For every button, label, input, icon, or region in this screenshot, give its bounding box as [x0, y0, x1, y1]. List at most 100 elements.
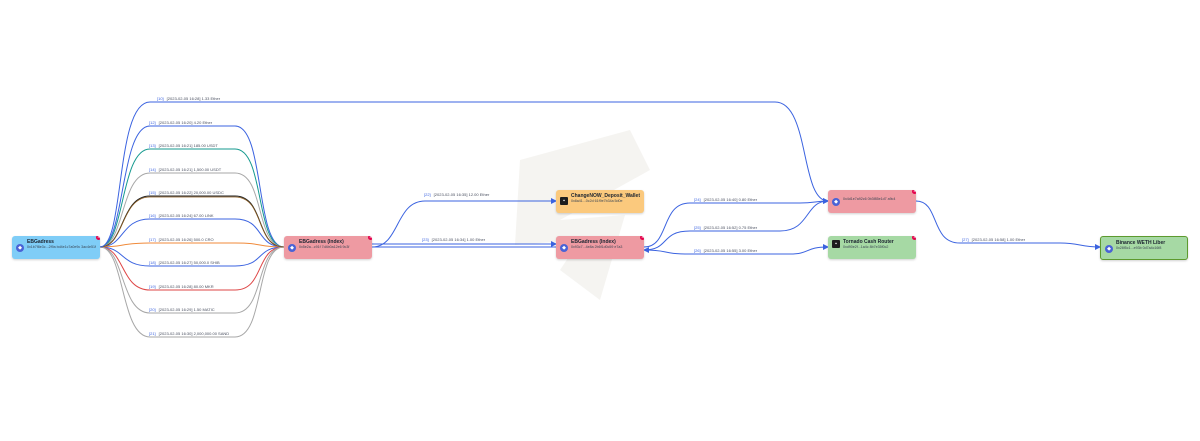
edge-fan[interactable] — [99, 246, 285, 267]
edge-label: [13][2023-02-05 16:21] 185.00 USDT — [149, 143, 218, 148]
node-address: 0x8a41...0c2d 61f9e7b34a 5d0e — [571, 199, 623, 203]
edge-fan[interactable] — [99, 172, 285, 248]
node-intermediate-address[interactable]: ◆ 3 0x4d1e7a92c6 0b3f85e1d7 a9c4 — [828, 190, 916, 213]
notification-badge: 3 — [96, 236, 100, 240]
edge-to-node4[interactable] — [643, 198, 829, 248]
edge-tag: [18] — [149, 260, 156, 265]
edge-text: [2023-02-05 16:34] 1.00 Ether — [431, 237, 486, 242]
edge-label: [24][2023-02-05 16:40] 0.80 Ether — [694, 197, 757, 202]
edge-tag: [21] — [149, 331, 156, 336]
ethereum-icon: ◆ — [288, 244, 296, 252]
watermark-logo — [515, 130, 650, 300]
node-title: Binance WETH Liber — [1116, 240, 1166, 246]
node-address: 0x5e2a...c91f 7d4b0a12e6 9c3f — [299, 245, 350, 249]
edge-text: [2023-02-05 16:27] 50,000.0 SHIB — [158, 260, 220, 265]
edge-label: [14][2023-02-05 16:21] 1,500.00 USDT — [149, 167, 221, 172]
edge-label: [16][2023-02-05 16:24] 67.00 LINK — [149, 213, 214, 218]
edge-text: [2023-02-05 16:35] 12.00 Ether — [433, 192, 490, 197]
exchange-square-icon: ▪ — [560, 197, 568, 205]
node-address: 0xd90e2f...1a4c 8b7e35f0c2 — [843, 245, 889, 249]
edge-label: [20][2023-02-05 16:29] 1.50 MATIC — [149, 307, 215, 312]
edge-to-binance[interactable] — [915, 200, 1101, 250]
notification-badge: 3 — [912, 190, 916, 194]
edge-label: [21][2023-02-05 16:30] 2,000,000.00 SAND — [149, 331, 229, 336]
edge-text: [2023-02-05 16:22] 20,000.00 USDC — [158, 190, 224, 195]
edge-fan-shadow[interactable] — [99, 196, 285, 248]
node-index-address-1[interactable]: ◆ 3 EBGadress (Index) 0x5e2a...c91f 7d4b… — [284, 236, 372, 259]
node-index-address-2[interactable]: ◆ 3 EBGadress (Index) 0x93c7...4e8a 2b6f… — [556, 236, 644, 259]
edge-tag: [10] — [157, 96, 164, 101]
edge-label: [15][2023-02-05 16:22] 20,000.00 USDC — [149, 190, 224, 195]
node-tornado-cash-router[interactable]: ▪ 3 Tornado Cash Router 0xd90e2f...1a4c … — [828, 236, 916, 259]
edge-fan[interactable] — [99, 246, 285, 314]
edge-label: [10][2023-02-05 16:28] 1.33 Ether — [157, 96, 220, 101]
edge-tag: [20] — [149, 307, 156, 312]
edge-tag: [17] — [149, 237, 156, 242]
edge-fan[interactable] — [99, 218, 285, 248]
edge-to-tornado[interactable] — [643, 244, 829, 255]
edge-tag: [24] — [694, 197, 701, 202]
edge-text: [2023-02-05 16:26] 500.0 CRO — [158, 237, 214, 242]
edge-tag: [16] — [149, 213, 156, 218]
node-address: 0x1b7f8e3c...2f9a bd4e1c7a0e9c 3ac4e51f — [27, 245, 96, 249]
edge-text: [2023-02-05 16:58] 1.00 Ether — [971, 237, 1026, 242]
node-binance-weth[interactable]: ◆ Binance WETH Liber 0x28f5c1...e93b 0d7… — [1100, 236, 1188, 260]
node-title: ChangeNOW_Deposit_Wallet — [571, 193, 640, 199]
edge-fan[interactable] — [99, 246, 285, 338]
edge-fan[interactable] — [99, 148, 285, 248]
edge-fan[interactable] — [99, 246, 285, 291]
notification-badge: 3 — [368, 236, 372, 240]
edge-text: [2023-02-05 16:28] 1.33 Ether — [166, 96, 221, 101]
edge-text: [2023-02-05 16:24] 67.00 LINK — [158, 213, 214, 218]
edge-text: [2023-02-05 16:20] 4.20 Ether — [158, 120, 213, 125]
ethereum-icon: ◆ — [560, 244, 568, 252]
node-address: 0x93c7...4e8a 2b6f1d0c59 e7a3 — [571, 245, 623, 249]
edge-label: [26][2023-02-05 16:55] 3.00 Ether — [694, 248, 757, 253]
edge-text: [2023-02-05 16:30] 2,000,000.00 SAND — [158, 331, 230, 336]
node-address: 0x28f5c1...e93b 0d7a4c16f8 — [1116, 246, 1162, 250]
edge-tag: [12] — [149, 120, 156, 125]
edge-text: [2023-02-05 16:21] 1,500.00 USDT — [158, 167, 222, 172]
edge-text: [2023-02-05 16:55] 3.00 Ether — [703, 248, 758, 253]
edge-tag: [14] — [149, 167, 156, 172]
ethereum-icon: ◆ — [832, 198, 840, 206]
edge-label: [27][2023-02-05 16:58] 1.00 Ether — [962, 237, 1025, 242]
edge-label: [18][2023-02-05 16:27] 50,000.0 SHIB — [149, 260, 220, 265]
node-source-address[interactable]: ◆ 3 EBGadress 0x1b7f8e3c...2f9a bd4e1c7a… — [12, 236, 100, 259]
edge-tag: [25] — [694, 225, 701, 230]
exchange-square-icon: ▪ — [832, 240, 840, 248]
edge-fan[interactable] — [99, 242, 285, 248]
notification-badge: 3 — [640, 236, 644, 240]
edge-fan[interactable] — [99, 125, 285, 248]
edge-tag: [19] — [149, 284, 156, 289]
edge-label: [22][2023-02-05 16:35] 12.00 Ether — [424, 192, 489, 197]
edge-tag: [26] — [694, 248, 701, 253]
ethereum-icon: ◆ — [16, 244, 24, 252]
node-changenow-deposit[interactable]: ▪ ChangeNOW_Deposit_Wallet 0x8a41...0c2d… — [556, 190, 644, 213]
edge-label: [19][2023-02-05 16:28] 80.00 MKR — [149, 284, 214, 289]
edge-text: [2023-02-05 16:52] 0.75 Ether — [703, 225, 758, 230]
edge-tag: [23] — [422, 237, 429, 242]
ethereum-icon: ◆ — [1105, 245, 1113, 253]
edge-tag: [13] — [149, 143, 156, 148]
edge-text: [2023-02-05 16:40] 0.80 Ether — [703, 197, 758, 202]
notification-badge: 3 — [912, 236, 916, 240]
edge-text: [2023-02-05 16:29] 1.50 MATIC — [158, 307, 215, 312]
node-title: EBGadress — [27, 239, 54, 245]
node-title: EBGadress (Index) — [571, 239, 616, 245]
edge-label: [17][2023-02-05 16:26] 500.0 CRO — [149, 237, 214, 242]
edge-text: [2023-02-05 16:21] 185.00 USDT — [158, 143, 218, 148]
edge-text: [2023-02-05 16:28] 80.00 MKR — [158, 284, 214, 289]
node-title: EBGadress (Index) — [299, 239, 344, 245]
edge-label: [25][2023-02-05 16:52] 0.75 Ether — [694, 225, 757, 230]
edge-to-changenow[interactable] — [371, 198, 557, 248]
edge-label: [12][2023-02-05 16:20] 4.20 Ether — [149, 120, 212, 125]
edge-label: [23][2023-02-05 16:34] 1.00 Ether — [422, 237, 485, 242]
edge-tag: [22] — [424, 192, 431, 197]
edge-long-top[interactable] — [99, 101, 829, 248]
edge-tag: [27] — [962, 237, 969, 242]
edges-group — [99, 101, 1101, 338]
edge-tag: [15] — [149, 190, 156, 195]
edge-return[interactable] — [643, 200, 829, 253]
